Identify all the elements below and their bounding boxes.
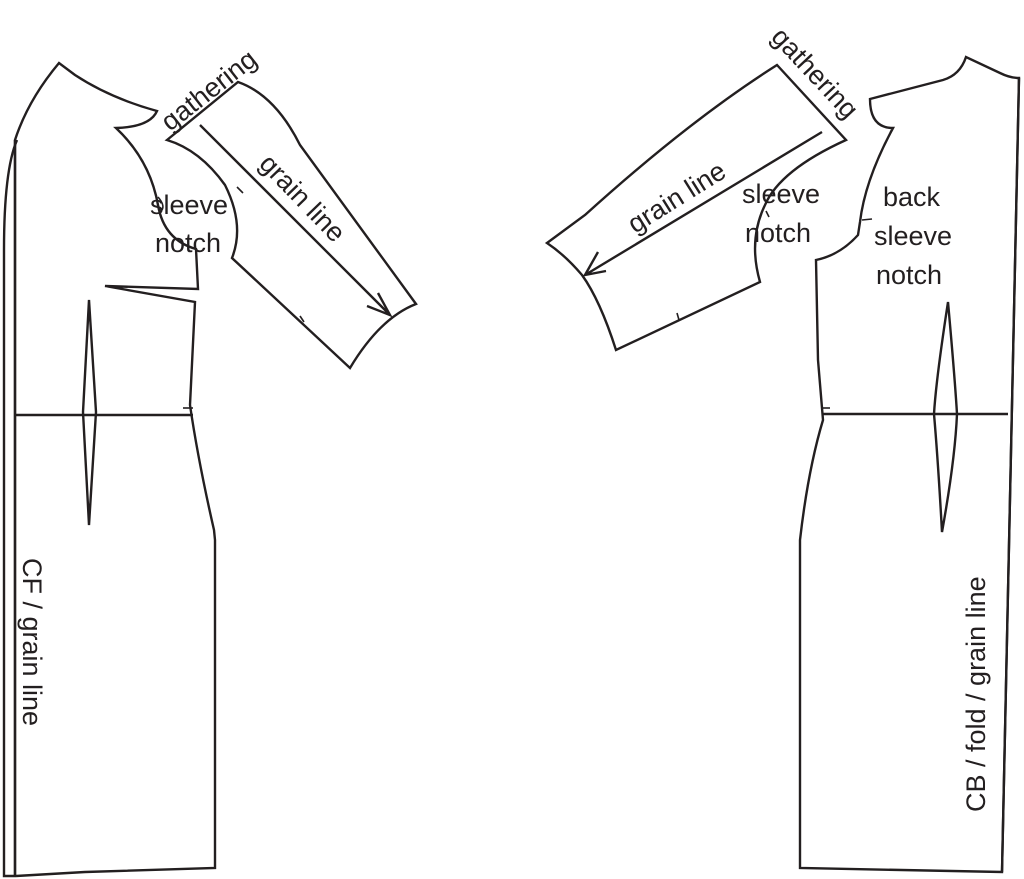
cb-fold-grain-label: CB / fold / grain line [961, 576, 991, 812]
back-sleeve-outline [544, 63, 849, 352]
front-sleeve-notch-tick [157, 196, 164, 211]
front-sleeve-outline [164, 80, 418, 370]
front-sleeve-notch-tick [236, 186, 244, 194]
front-outline [13, 61, 217, 878]
back-bodice-piece [798, 55, 1021, 874]
cb-fold-line [1000, 77, 1021, 873]
front-sleeve-notch-label-line1: sleeve [150, 190, 228, 220]
front-dart [81, 299, 98, 526]
back-sleeve-notch-tick [765, 210, 770, 218]
front-sleeve-piece [164, 80, 418, 370]
back-sleeve-piece [544, 63, 849, 352]
front-sleeve-grain-arrow [199, 124, 393, 318]
back-sleeve-grain-arrow [582, 130, 823, 277]
back-dart [932, 301, 959, 533]
back-sleeve-notch-label-line1: sleeve [742, 179, 820, 209]
front-sleeve-notch-label-line2: notch [155, 228, 221, 258]
back-bodice-notch-label-line2: sleeve [874, 221, 952, 251]
back-sleeve-notch-label-line2: notch [745, 218, 811, 248]
back-outline [798, 55, 1021, 874]
back-gathering-label: gathering [766, 22, 865, 125]
back-sleeve-notch-tick [861, 218, 873, 221]
back-sleeve-hem-notch [676, 312, 680, 321]
front-bodice-piece [2, 61, 217, 878]
front-sleeve-hem-notch [299, 315, 305, 323]
cf-grain-label: CF / grain line [17, 558, 47, 726]
back-bodice-notch-label-line1: back [883, 182, 941, 212]
front-extension-line [2, 139, 19, 878]
front-gathering-label: gathering [155, 44, 262, 137]
front-sleeve-grain-label: grain line [254, 148, 352, 248]
back-bodice-notch-label-line3: notch [876, 260, 942, 290]
